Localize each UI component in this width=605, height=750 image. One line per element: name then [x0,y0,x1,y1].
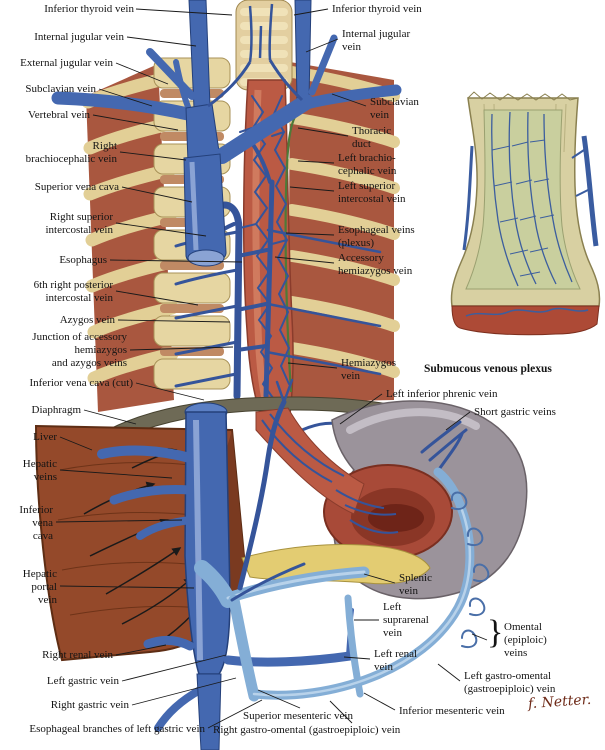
label-right-gastric-vein: Right gastric vein [50,699,129,711]
label-splenic-vein: Splenic vein [399,572,432,597]
label-inferior-thyroid-vein-left: Inferior thyroid vein [44,3,134,15]
right-gastric-vein [230,562,306,602]
label-junction-accessory-hemiazygos-azygos: Junction of accessory hemiazygos and azy… [32,331,127,369]
splenic-vein [222,566,370,604]
label-inferior-thyroid-vein-right: Inferior thyroid vein [332,3,422,15]
omental-veins-brace: } [487,614,504,651]
superior-mesenteric-vein [228,594,260,702]
left-renal-vein [223,651,355,667]
label-superior-vena-cava: Superior vena cava [34,181,119,193]
label-liver: Liver [33,431,57,443]
label-accessory-hemiazygos-vein: Accessory hemiazygos vein [338,252,413,277]
label-esophagus: Esophagus [59,254,107,266]
label-internal-jugular-vein-right: Internal jugular vein [342,28,411,53]
label-subclavian-vein-right: Subclavian vein [370,96,419,121]
label-left-gastric-vein: Left gastric vein [46,675,119,687]
label-right-renal-vein: Right renal vein [42,649,113,661]
label-thoracic-duct: Thoracic duct [352,125,392,150]
submucous-vein-network [491,111,573,287]
esophageal-branches [275,378,294,404]
omental-veins [450,491,490,648]
label-right-superior-intercostal-vein: Right superior intercostal vein [45,211,113,236]
label-superior-mesenteric-vein: Superior mesenteric vein [243,710,353,722]
submucous-plexus-inset [450,91,601,336]
label-hepatic-veins: Hepatic veins [22,458,57,483]
label-short-gastric-veins: Short gastric veins [474,406,556,418]
label-esophageal-branches-left-gastric: Esophageal branches of left gastric vein [29,723,205,735]
label-inferior-vena-cava: Inferior vena cava [19,504,53,542]
left-gastric-vein [237,399,287,591]
inset-heading-submucous-venous-plexus: Submucous venous plexus [424,363,552,375]
label-hemiazygos-vein: Hemiazygos vein [341,357,396,382]
abdominal-esophagus [255,407,365,515]
label-left-superior-intercostal-vein: Left superior intercostal vein [338,180,406,205]
label-left-renal-vein: Left renal vein [374,648,418,673]
label-hepatic-portal-vein: Hepatic portal vein [22,568,57,606]
label-left-gastro-omental-vein: Left gastro-omental (gastroepiploic) vei… [464,670,556,695]
portal-venous-system [194,378,490,702]
label-inferior-mesenteric-vein: Inferior mesenteric vein [399,705,505,717]
label-left-suprarenal-vein: Left suprarenal vein [383,601,429,639]
label-left-brachiocephalic-vein: Left brachio- cephalic vein [338,152,397,177]
label-azygos-vein: Azygos vein [59,314,115,326]
label-right-brachiocephalic-vein: Right brachiocephalic vein [25,140,117,165]
hepatic-veins [97,445,195,463]
label-left-inferior-phrenic-vein: Left inferior phrenic vein [386,388,498,400]
trachea [235,0,293,91]
label-inferior-vena-cava-cut: Inferior vena cava (cut) [29,377,133,389]
label-subclavian-vein-left: Subclavian vein [25,83,96,95]
right-renal-vein [143,635,195,651]
label-vertebral-vein: Vertebral vein [28,109,90,121]
label-diaphragm: Diaphragm [31,404,81,416]
azygos-system [174,95,382,400]
label-esophageal-veins-plexus: Esophageal veins (plexus) [338,224,415,249]
label-external-jugular-vein: External jugular vein [20,57,113,69]
inferior-thyroid-veins [207,3,304,108]
label-internal-jugular-vein-left: Internal jugular vein [34,31,124,43]
great-veins-top [51,0,402,267]
label-omental-epiploic-veins: Omental (epiploic) veins [504,621,547,659]
label-6th-right-posterior-intercostal-vein: 6th right posterior intercostal vein [33,279,113,304]
label-right-gastro-omental-vein: Right gastro-omental (gastroepiploic) ve… [213,724,401,736]
